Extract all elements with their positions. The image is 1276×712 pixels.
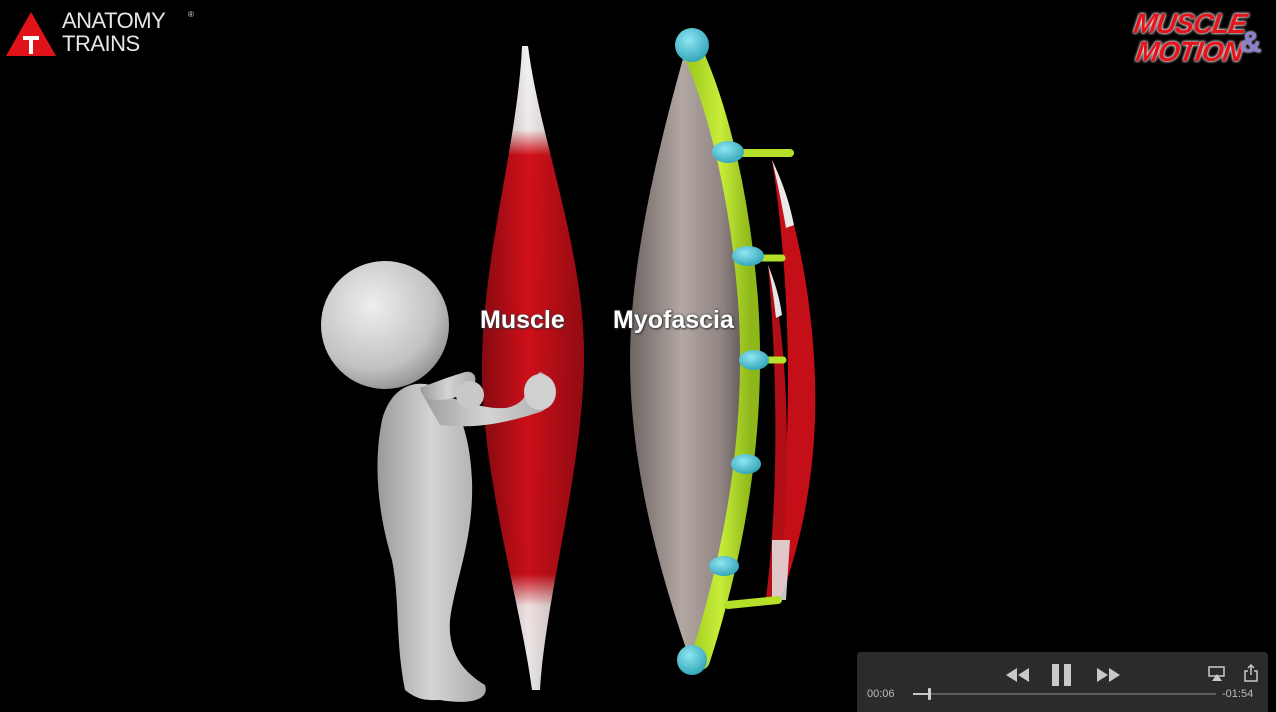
remaining-time: -01:54 [1222, 688, 1254, 700]
progress-played [913, 693, 929, 695]
pause-button[interactable] [1051, 663, 1073, 687]
progress-track[interactable] [913, 693, 1216, 695]
anatomy-trains-logo: ANATOMY TRAINS ® [4, 8, 204, 58]
muscle-motion-logo: MUSCLE MOTION & [1130, 8, 1270, 72]
rewind-button[interactable] [1005, 666, 1031, 684]
myofascia-model [630, 48, 745, 660]
triangle-t-icon [6, 12, 56, 56]
logo-line2: TRAINS [62, 31, 140, 56]
registered-mark: ® [188, 10, 194, 19]
myofascia-label: Myofascia [613, 306, 734, 334]
rewind-icon [1006, 668, 1029, 682]
logo-ampersand: & [1240, 26, 1262, 59]
pause-icon [1052, 664, 1071, 686]
current-time: 00:06 [867, 688, 895, 700]
airplay-icon [1208, 666, 1225, 681]
share-button[interactable] [1244, 663, 1258, 683]
logo-motion: MOTION [1133, 36, 1245, 67]
fast-forward-icon [1097, 668, 1120, 682]
progress-thumb[interactable] [928, 688, 931, 700]
fast-forward-button[interactable] [1095, 666, 1121, 684]
share-icon [1244, 663, 1258, 682]
figure-character [321, 261, 556, 702]
muscle-label: Muscle [480, 306, 565, 334]
muscle-model [481, 46, 585, 690]
video-controls: 00:06 -01:54 [857, 652, 1268, 712]
airplay-button[interactable] [1208, 666, 1226, 682]
fascial-rod [675, 28, 794, 675]
logo-line1: ANATOMY [62, 8, 166, 33]
fascicle-models [766, 160, 816, 600]
